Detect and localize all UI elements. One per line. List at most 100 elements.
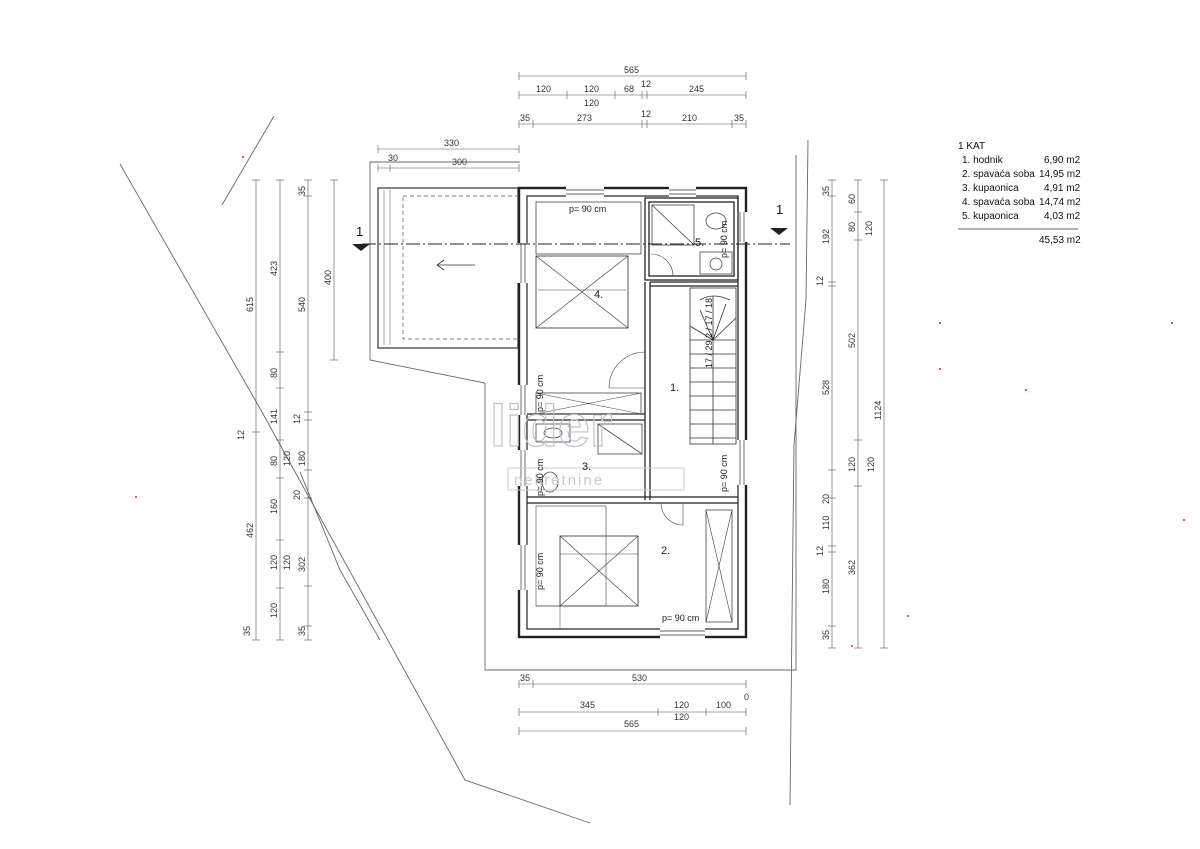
legend-row-1-area: 6,90 m2	[1044, 155, 1081, 166]
stairs-label: 17 / 29.2 / 17 / 18	[704, 298, 714, 368]
dim-right-502: 502	[847, 333, 857, 348]
dim-bottom-b: 530	[632, 673, 647, 683]
dim-bottom-d: 120	[674, 700, 689, 710]
dim-right-12b: 12	[815, 546, 825, 556]
dim-bottom-c: 345	[580, 700, 595, 710]
dim-left-120d: 120	[282, 555, 292, 570]
balcony	[377, 187, 519, 349]
dim-top-r3-c: 12	[641, 109, 651, 119]
legend-row-5-name: 5. kupaonica	[962, 211, 1019, 222]
bathroom-5-fixtures	[650, 204, 733, 277]
dimension-labels-top: 565 120 120 68 12 245 120 35 273 12 210 …	[388, 65, 744, 167]
section-marker-left-icon	[352, 244, 370, 251]
dim-balcony-b: 300	[452, 157, 467, 167]
section-line: 1 1	[352, 202, 790, 251]
dim-top-total: 565	[624, 65, 639, 75]
dim-left-35c: 35	[242, 626, 252, 636]
dimension-labels-left: 615 12 462 423 80 141 80 160 120 120 35 …	[236, 186, 333, 636]
dim-bottom-e: 100	[716, 700, 731, 710]
dim-right-35b: 35	[821, 630, 831, 640]
dim-top-r2-d: 12	[641, 79, 651, 89]
door-label-room4: p= 90 cm	[569, 204, 606, 214]
plot-boundary-lines	[119, 115, 809, 824]
dimensions-right	[828, 179, 888, 649]
dim-right-60: 60	[847, 194, 857, 204]
dim-left-615: 615	[245, 297, 255, 312]
hallway-door	[660, 502, 684, 526]
room-numbers: 1. 2. 3. 4. 5.	[582, 237, 704, 557]
dim-top-r3-a: 35	[520, 113, 530, 123]
dim-left-462: 462	[245, 523, 255, 538]
watermark-main: lider	[490, 394, 613, 459]
door-label-room2-south: p= 90 cm	[662, 613, 699, 623]
dim-left-423: 423	[269, 261, 279, 276]
dim-top-r2-sub: 120	[584, 98, 599, 108]
door-label-hallway: p= 90 cm	[719, 455, 729, 492]
dim-right-12a: 12	[815, 276, 825, 286]
room-2-furniture	[535, 505, 733, 630]
legend-row-5-area: 4,03 m2	[1044, 211, 1081, 222]
dim-balcony-total: 330	[444, 138, 459, 148]
dim-right-120a: 120	[847, 457, 857, 472]
dim-bottom-f: 0	[744, 692, 749, 702]
section-marker-right-icon	[770, 228, 788, 235]
dim-left-20: 20	[292, 490, 302, 500]
dim-left-12b: 12	[292, 414, 302, 424]
legend-row-2-area: 14,95 m2	[1039, 169, 1081, 180]
dimension-labels-right: 35 192 12 528 120 20 110 12 180 35 60 80…	[815, 186, 883, 640]
dimension-labels-bottom: 35 530 345 120 100 0 120 565	[520, 673, 749, 729]
room-2-number: 2.	[661, 545, 670, 557]
dim-top-r2-e: 245	[689, 84, 704, 94]
dim-top-r3-d: 210	[682, 113, 697, 123]
door-labels: p= 90 cm p= 90 cm p= 90 cm p= 90 cm p= 9…	[535, 204, 729, 623]
scan-specks	[135, 156, 1185, 647]
dim-top-r2-a: 120	[536, 84, 551, 94]
legend-row-1-name: 1. hodnik	[962, 155, 1004, 166]
door-label-room3: p= 90 cm	[535, 459, 545, 496]
room-4-number: 4.	[594, 289, 603, 301]
dim-right-1124: 1124	[873, 401, 883, 420]
section-label-left: 1	[356, 224, 363, 239]
dim-left-302: 302	[297, 557, 307, 572]
legend-row-3-name: 3. kupaonica	[962, 183, 1019, 194]
dimensions-top	[377, 72, 747, 172]
dim-left-141: 141	[269, 409, 279, 424]
room-1-number: 1.	[670, 382, 679, 394]
section-label-right: 1	[776, 202, 783, 217]
door-label-room2-west: p= 90 cm	[535, 553, 545, 590]
dim-left-80a: 80	[269, 368, 279, 378]
door-label-room4-west: p= 90 cm	[535, 375, 545, 412]
dim-left-540: 540	[297, 297, 307, 312]
legend-row-4-name: 4. spavaća soba	[962, 197, 1035, 208]
dim-bottom-total: 565	[624, 719, 639, 729]
dim-left-80b: 80	[269, 456, 279, 466]
room-5-number: 5.	[695, 237, 704, 249]
dimensions-left	[252, 179, 338, 641]
legend-total: 45,53 m2	[1039, 235, 1081, 246]
dim-bottom-a: 35	[520, 673, 530, 683]
room-3-number: 3.	[582, 461, 591, 473]
dim-right-120b: 120	[864, 221, 874, 236]
watermark-sub: nekretnine	[514, 472, 604, 489]
dimensions-bottom	[518, 680, 747, 735]
dim-top-r2-b: 120	[584, 84, 599, 94]
watermark: lider nekretnine	[489, 393, 685, 491]
dim-left-12: 12	[236, 430, 246, 440]
dim-right-180: 180	[821, 579, 831, 594]
arrow-left-icon	[436, 259, 475, 271]
dim-right-192: 192	[821, 229, 831, 244]
area-legend: 1 KAT 1. hodnik 6,90 m2 2. spavaća soba …	[958, 141, 1081, 246]
dim-left-120a: 120	[269, 555, 279, 570]
dim-left-35b: 35	[297, 626, 307, 636]
room-4-furniture	[535, 201, 646, 415]
dim-left-120c: 120	[282, 451, 292, 466]
dim-right-35a: 35	[821, 186, 831, 196]
dim-balcony-a: 30	[388, 153, 398, 163]
dim-right-80: 80	[847, 222, 857, 232]
dim-left-180: 180	[297, 451, 307, 466]
dim-bottom-g: 120	[674, 712, 689, 722]
staircase	[689, 287, 737, 445]
dim-right-120c: 120	[866, 457, 876, 472]
legend-row-2-name: 2. spavaća soba	[962, 169, 1035, 180]
